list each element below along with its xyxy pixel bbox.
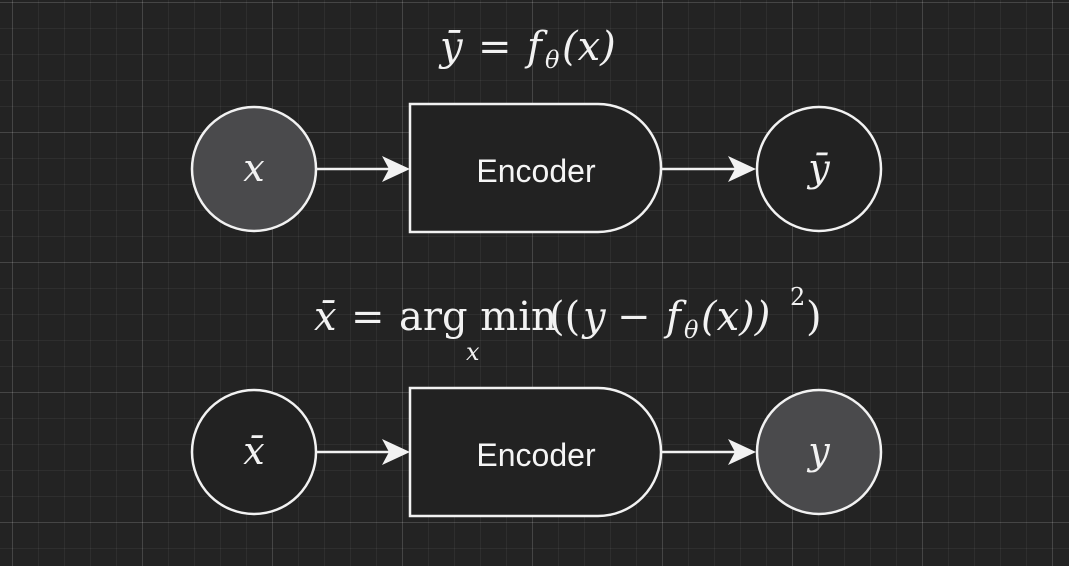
- input-node-xbar: [190, 388, 318, 516]
- arrowhead-x-to-encoder: [382, 156, 410, 182]
- encoder-block-top-label: Encoder: [476, 153, 596, 189]
- input-node-xbar-label: x̄: [243, 429, 264, 473]
- eq-bottom-lhs: x̄: [314, 294, 337, 340]
- arrowhead-xbar-to-encoder: [382, 439, 410, 465]
- eq-bottom-equals: =: [351, 294, 385, 340]
- output-node-ybar: [755, 105, 883, 233]
- eq-bottom-argmin-sub: x: [466, 338, 480, 366]
- arrowhead-encoder-to-ybar: [728, 156, 756, 182]
- encoder-block-bottom: [408, 386, 663, 518]
- eq-bottom-arg: (x)): [701, 294, 770, 340]
- equation-top: ȳ = f θ (x): [438, 24, 616, 74]
- eq-bottom-theta: θ: [684, 316, 699, 344]
- eq-bottom-minus: −: [617, 294, 651, 340]
- equation-bottom: x̄ = arg min x (( y − f θ (x)) 2 ): [314, 283, 822, 366]
- eq-bottom-square: 2: [790, 283, 805, 311]
- eq-bottom-argmin: arg min: [399, 294, 557, 340]
- output-node-ybar-label: ȳ: [806, 146, 830, 190]
- arrowhead-encoder-to-y: [728, 439, 756, 465]
- eq-bottom-open-paren: ((: [549, 294, 580, 340]
- eq-top-arg: (x): [562, 24, 616, 70]
- eq-bottom-y: y: [581, 294, 607, 340]
- output-node-y: [755, 388, 883, 516]
- encoder-block-top: [408, 102, 663, 234]
- eq-top-equals: =: [478, 24, 512, 70]
- eq-bottom-close-paren: ): [806, 294, 822, 340]
- input-node-x: [190, 105, 318, 233]
- encoder-block-bottom-label: Encoder: [476, 437, 596, 473]
- diagram-top: x Encoder ȳ: [190, 102, 883, 234]
- input-node-x-label: x: [243, 146, 264, 190]
- eq-top-theta: θ: [545, 46, 560, 74]
- output-node-y-label: y: [806, 429, 830, 473]
- diagram-bottom: x̄ Encoder y: [190, 386, 883, 518]
- eq-top-lhs: ȳ: [438, 24, 464, 70]
